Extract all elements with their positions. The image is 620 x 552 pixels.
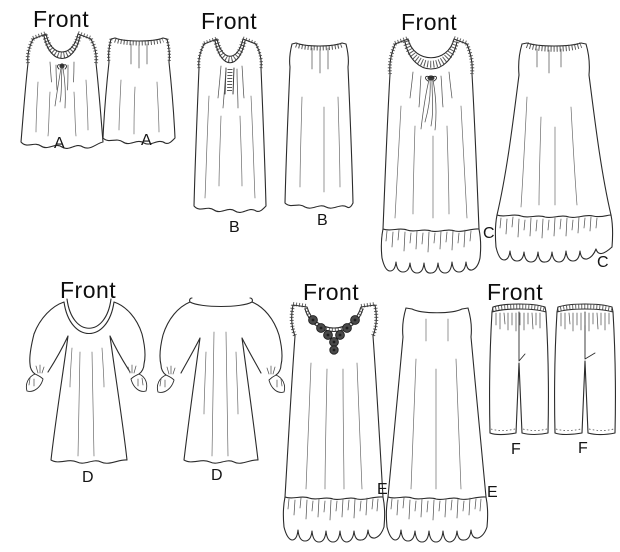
pants-f-left-hem — [490, 428, 548, 431]
drawing-gown-e-front — [282, 302, 386, 543]
gown-b-back-lace-trim — [295, 42, 343, 51]
gown-d-front-cuff-gathers — [28, 347, 144, 457]
front-label-panel-b: Front — [201, 8, 258, 34]
drawing-gown-b-back — [284, 42, 354, 209]
front-label-panel-a: Front — [33, 6, 90, 32]
letter-d-front: D — [82, 469, 94, 486]
top-a-front-gathers — [35, 61, 89, 137]
gown-c-front-ribbon-bow — [420, 75, 438, 131]
gown-b-back-outline — [284, 42, 354, 209]
gown-d-back-outline — [156, 297, 286, 464]
drawing-gown-e-back — [385, 307, 489, 543]
gown-b-front-outline — [193, 38, 267, 213]
front-label-panel-f: Front — [487, 279, 544, 305]
top-a-front-lace-trim — [25, 31, 99, 64]
top-a-front-outline — [20, 33, 104, 149]
gown-b-back-gathers — [299, 47, 341, 193]
gown-b-front-gathers — [204, 65, 256, 199]
pants-f-right-hem — [555, 428, 615, 431]
letter-a-back: A — [141, 132, 152, 149]
gown-c-back-gathers — [499, 48, 598, 239]
drawing-pants-f-left — [489, 303, 549, 436]
gown-c-back-lace-trim — [525, 42, 583, 52]
gown-c-front-lace-trim — [387, 36, 475, 75]
letter-e-front: E — [377, 481, 388, 498]
gown-e-front-necklace — [308, 315, 360, 355]
top-a-back-lace-trim — [107, 37, 171, 63]
drawing-gown-b-front — [193, 36, 267, 213]
top-a-back-gathers — [118, 43, 160, 135]
pants-f-left-waistband — [491, 304, 547, 332]
gown-d-front-outline — [25, 298, 148, 464]
drawing-gown-d-front — [25, 298, 148, 464]
drawing-top-a-back — [102, 37, 176, 145]
letter-b-back: B — [317, 212, 328, 229]
gown-c-front-gathers — [385, 71, 472, 253]
letter-c-back: C — [597, 254, 609, 271]
gown-b-front-placket — [224, 67, 235, 95]
gown-e-front-gathers — [287, 362, 379, 521]
front-label-panel-e: Front — [303, 279, 360, 305]
letter-d-back: D — [211, 467, 223, 484]
letter-b-front: B — [229, 219, 240, 236]
drawing-top-a-front — [20, 31, 104, 149]
pants-f-right-outline — [554, 303, 616, 436]
letter-f-right: F — [578, 440, 588, 457]
drawing-gown-c-front — [380, 36, 482, 274]
letter-c-front: C — [483, 225, 495, 242]
letter-e-back: E — [487, 484, 498, 501]
drawing-gown-c-back — [494, 42, 614, 263]
drawing-pants-f-right — [554, 303, 616, 436]
gown-e-back-gathers — [390, 318, 482, 521]
pants-f-left-outline — [489, 303, 549, 436]
drawing-gown-d-back — [156, 297, 286, 464]
top-a-front-ribbon — [54, 63, 67, 109]
front-label-panel-c: Front — [401, 9, 458, 35]
letter-a-front: A — [54, 135, 65, 152]
gown-d-back-gathers — [159, 331, 283, 457]
gown-e-back-outline — [385, 307, 489, 543]
gown-c-front-outline — [380, 38, 482, 274]
gown-b-front-lace-trim — [197, 36, 263, 69]
gown-c-back-outline — [494, 42, 614, 263]
pants-f-right-waistband — [556, 304, 614, 332]
front-label-panel-d: Front — [60, 277, 117, 303]
letter-f-left: F — [511, 441, 521, 458]
